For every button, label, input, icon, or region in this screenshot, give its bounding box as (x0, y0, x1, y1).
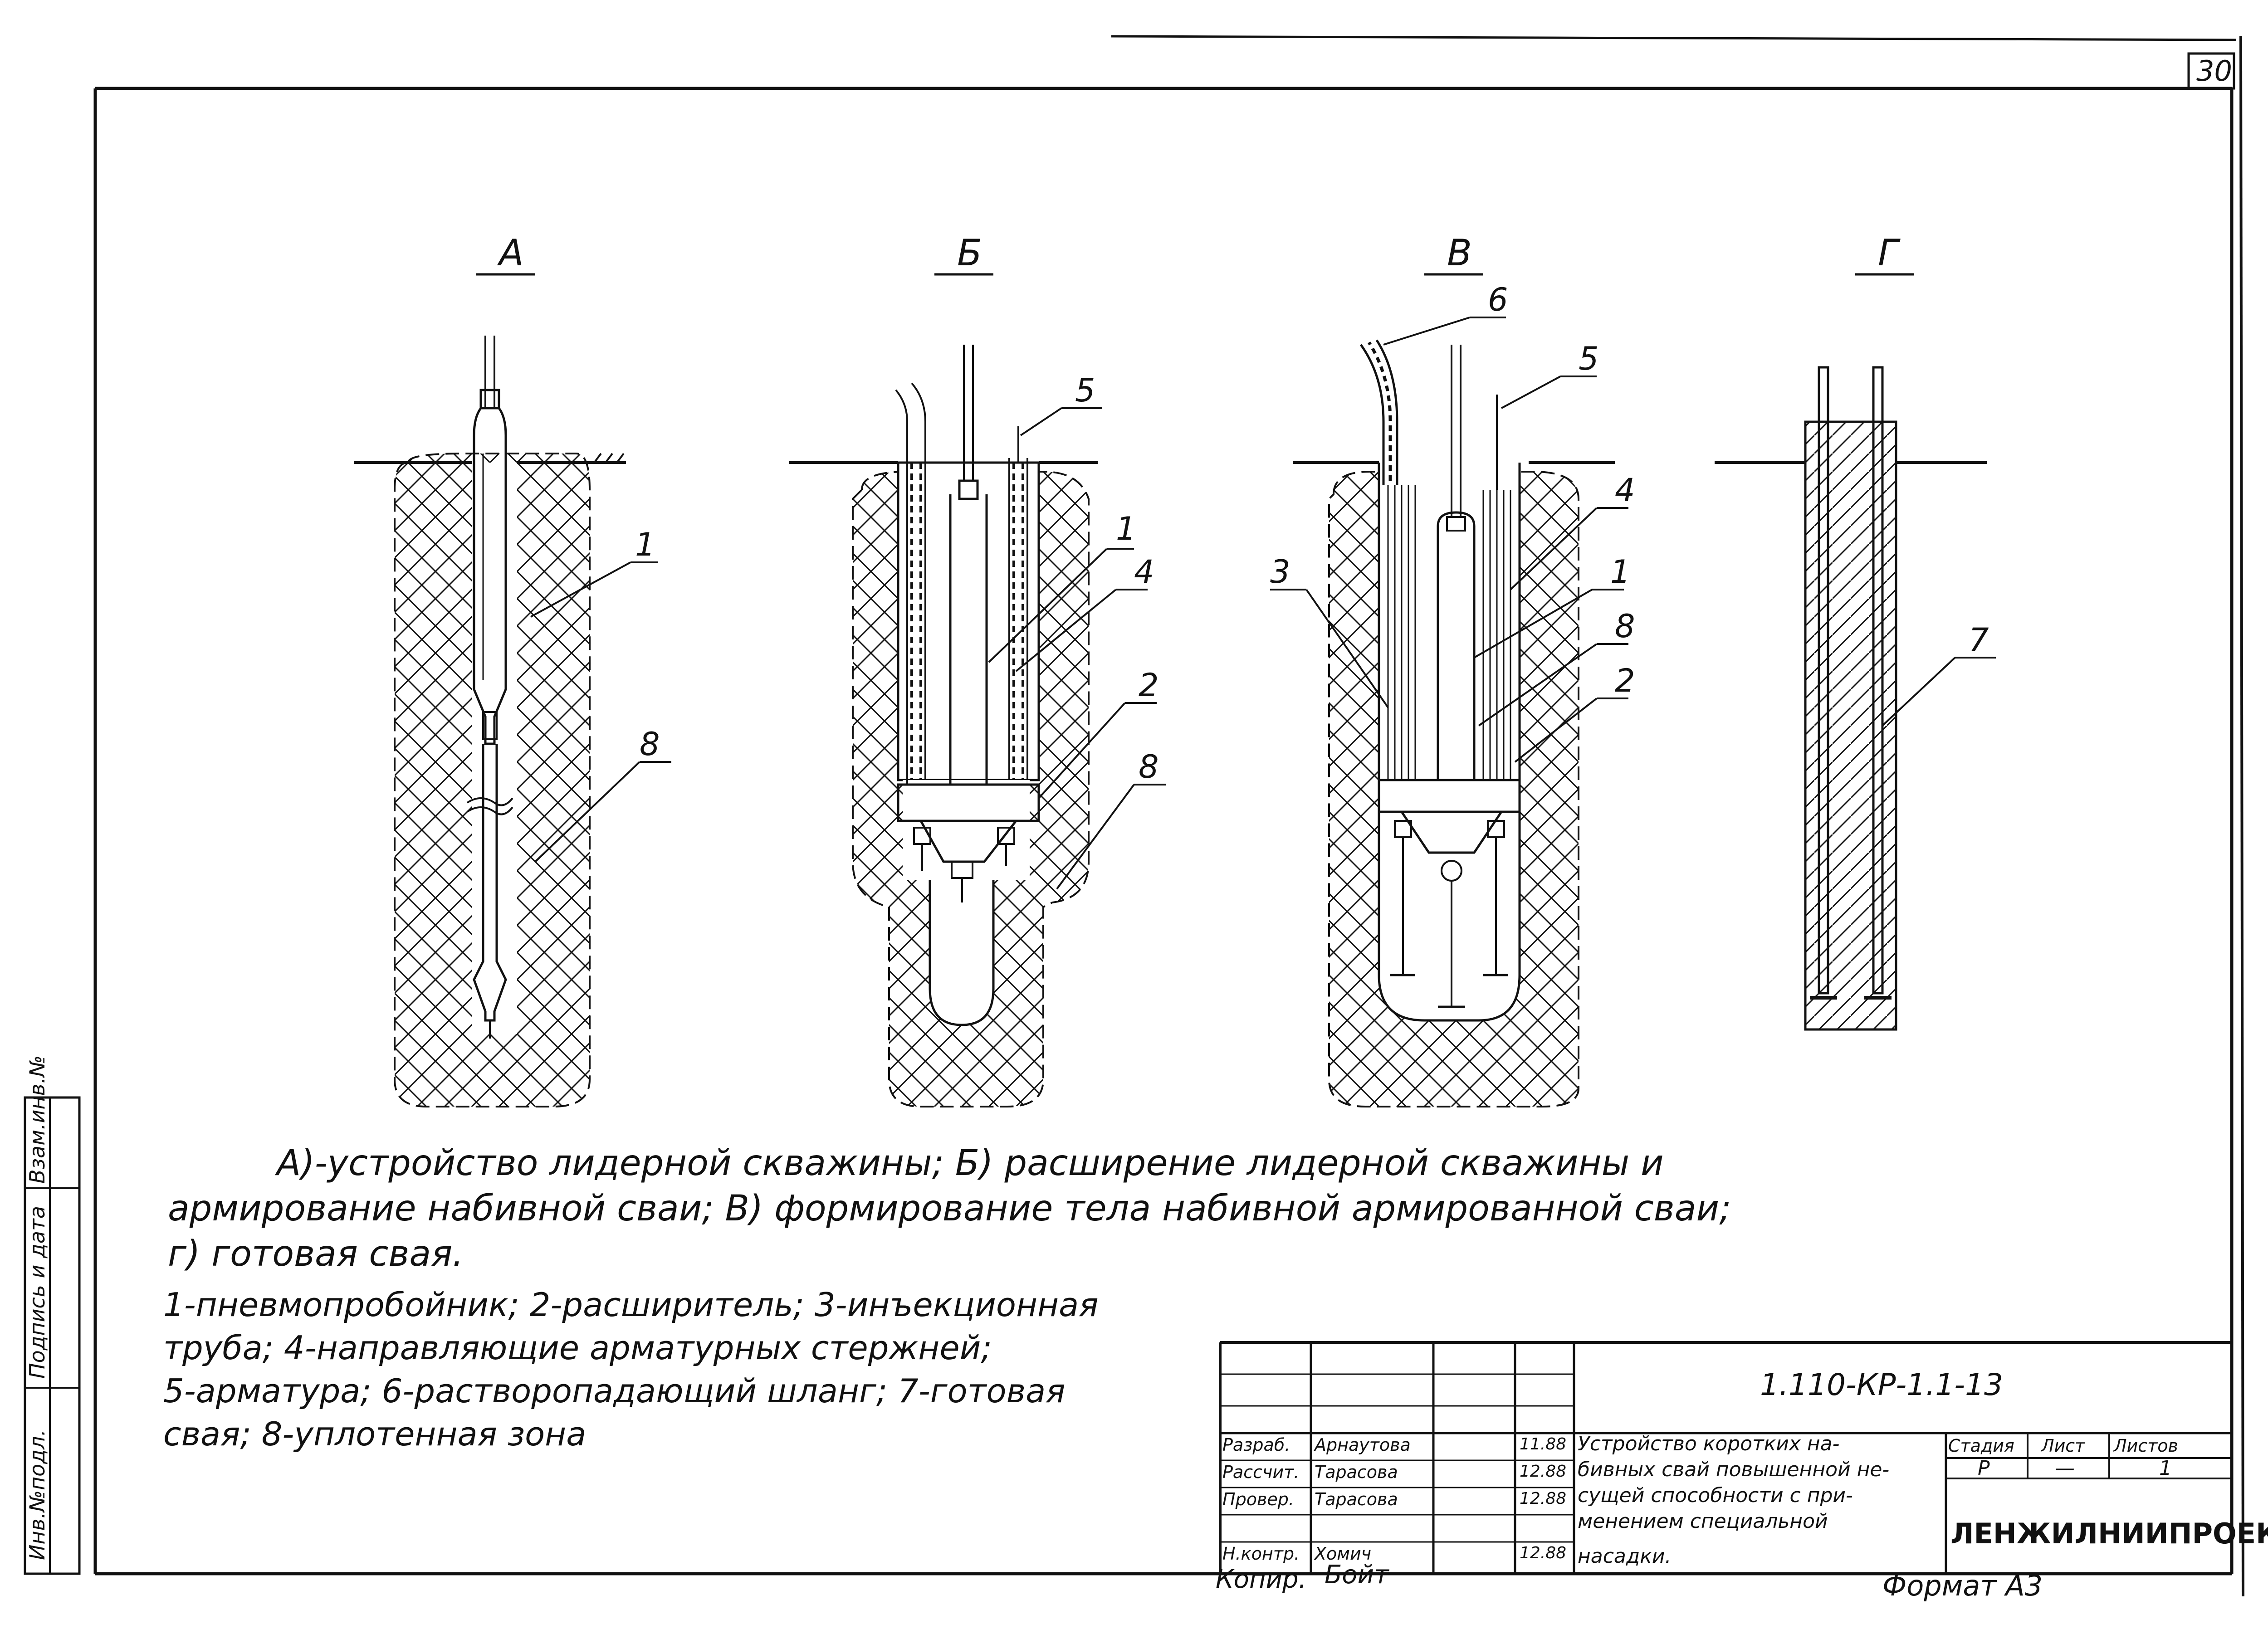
footer-format: Формат А3 (1882, 1569, 2043, 1602)
side-stamp-repl: Взам.инв.№ (25, 1055, 49, 1184)
sheet-frame (93, 35, 2244, 1597)
label-v-5: 5 (1579, 340, 1599, 377)
label-v-8: 8 (1615, 608, 1635, 645)
caption-line-2: армирование набивной сваи; В) формирован… (168, 1188, 1731, 1229)
finished-pile (1804, 420, 1897, 1031)
side-stamp-sign: Подпись и дата (25, 1206, 49, 1379)
tb-date-2: 12.88 (1520, 1462, 1567, 1481)
tb-title-3: сущей способности с при- (1578, 1484, 1853, 1507)
tb-name-1: Арнаутова (1315, 1435, 1411, 1455)
tb-org: ЛЕНЖИЛНИИПРОЕКТ (1950, 1517, 2268, 1550)
legend-line-3: 5-арматура; 6-растворопадающий шланг; 7-… (163, 1372, 1066, 1410)
panel-v-letter: В (1447, 232, 1472, 274)
panel-v: В (1270, 232, 1628, 1107)
label-a-1: 1 (635, 526, 655, 563)
tb-sheets: 1 (2159, 1457, 2172, 1480)
panel-b-letter: Б (957, 232, 982, 274)
tb-title-2: бивных свай повышенной не- (1578, 1458, 1890, 1481)
label-v-4: 4 (1615, 472, 1635, 509)
label-b-5: 5 (1075, 372, 1095, 409)
label-b-2: 2 (1139, 667, 1159, 704)
label-v-1: 1 (1610, 553, 1631, 590)
tb-sheet-header: Лист (2041, 1436, 2085, 1456)
label-b-4: 4 (1134, 553, 1154, 590)
legend-line-4: свая; 8-уплотенная зона (163, 1415, 587, 1453)
footer-copy: Копир. (1216, 1565, 1307, 1594)
tb-date-3: 12.88 (1520, 1489, 1567, 1508)
caption-line-1: А)-устройство лидерной скважины; Б) расш… (277, 1143, 1664, 1184)
side-stamp-inv: Инв.№подл. (25, 1429, 49, 1560)
label-g-7: 7 (1969, 621, 1989, 659)
tb-role-3: Провер. (1222, 1489, 1294, 1509)
side-stamp-grid (24, 1096, 81, 1575)
label-v-3: 3 (1270, 553, 1290, 590)
panel-a: А (354, 232, 671, 1107)
panel-b: Б (789, 232, 1166, 1107)
tb-name-3: Тарасова (1315, 1489, 1398, 1509)
label-v-2: 2 (1615, 662, 1635, 699)
tb-date-4: 12.88 (1520, 1544, 1567, 1562)
tb-title-1: Устройство коротких на- (1578, 1432, 1840, 1455)
tb-name-4: Хомич (1315, 1544, 1372, 1564)
caption-line-3: г) готовая свая. (168, 1234, 464, 1274)
label-v-6: 6 (1488, 281, 1508, 318)
label-b-1: 1 (1116, 510, 1136, 547)
tb-stage: Р (1978, 1457, 1990, 1480)
label-a-8: 8 (640, 726, 660, 763)
tb-stage-header: Стадия (1948, 1436, 2014, 1456)
tb-role-2: Рассчит. (1222, 1462, 1300, 1482)
label-b-8: 8 (1139, 748, 1159, 785)
tb-sheets-header: Листов (2114, 1436, 2178, 1456)
doc-code: 1.110-КР-1.1-13 (1760, 1367, 2003, 1402)
tb-role-4: Н.контр. (1222, 1544, 1300, 1564)
tb-name-2: Тарасова (1315, 1462, 1398, 1482)
legend-line-2: труба; 4-направляющие арматурных стержне… (163, 1329, 992, 1367)
legend-line-1: 1-пневмопробойник; 2-расширитель; 3-инъе… (163, 1286, 1099, 1324)
tb-title-4: менением специальной (1578, 1510, 1828, 1533)
tb-sheet: — (2055, 1457, 2075, 1480)
tb-title-5: насадки. (1578, 1545, 1672, 1568)
sheet-number: 30 (2196, 54, 2232, 88)
title-block-grid (1219, 1341, 2232, 1574)
tb-role-1: Разраб. (1222, 1435, 1290, 1455)
tb-date-1: 11.88 (1520, 1435, 1567, 1454)
panel-g-letter: Г (1878, 232, 1901, 274)
panel-g: Г (1715, 232, 1996, 1031)
footer-copy-sign: Бойт (1325, 1560, 1389, 1590)
panel-a-letter: А (497, 232, 524, 274)
